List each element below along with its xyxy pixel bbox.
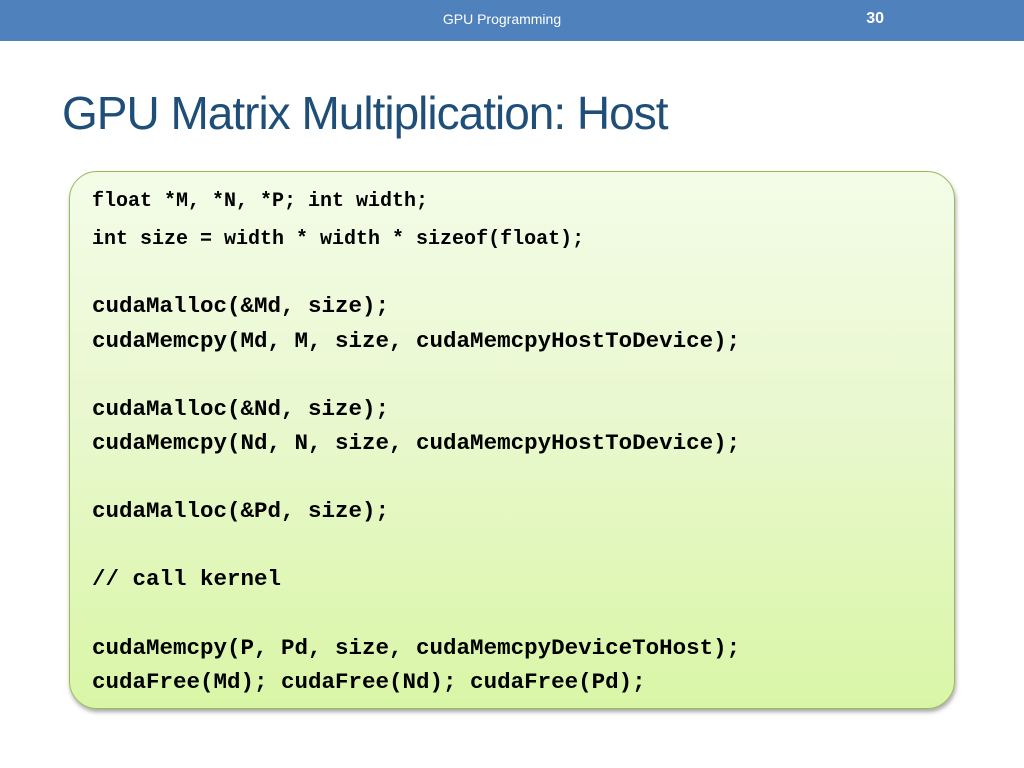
code-line: cudaMemcpy(Md, M, size, cudaMemcpyHostTo… [92, 328, 741, 354]
code-box: float *M, *N, *P; int width; int size = … [69, 171, 955, 709]
code-line: cudaMalloc(&Pd, size); [92, 498, 390, 524]
code-line: cudaMalloc(&Md, size); [92, 293, 390, 319]
header-title: GPU Programming [442, 11, 562, 27]
code-line: int size = width * width * sizeof(float)… [92, 228, 585, 251]
header-bar: GPU Programming 30 [0, 0, 1024, 41]
slide-number: 30 [866, 10, 884, 27]
code-line: cudaMalloc(&Nd, size); [92, 396, 390, 422]
code-comment: // call kernel [92, 566, 282, 592]
code-line: cudaFree(Md); cudaFree(Nd); cudaFree(Pd)… [92, 669, 646, 695]
code-line: cudaMemcpy(P, Pd, size, cudaMemcpyDevice… [92, 635, 741, 661]
code-line: float *M, *N, *P; int width; [92, 190, 429, 213]
slide-title: GPU Matrix Multiplication: Host [62, 87, 668, 139]
code-line: cudaMemcpy(Nd, N, size, cudaMemcpyHostTo… [92, 430, 741, 456]
